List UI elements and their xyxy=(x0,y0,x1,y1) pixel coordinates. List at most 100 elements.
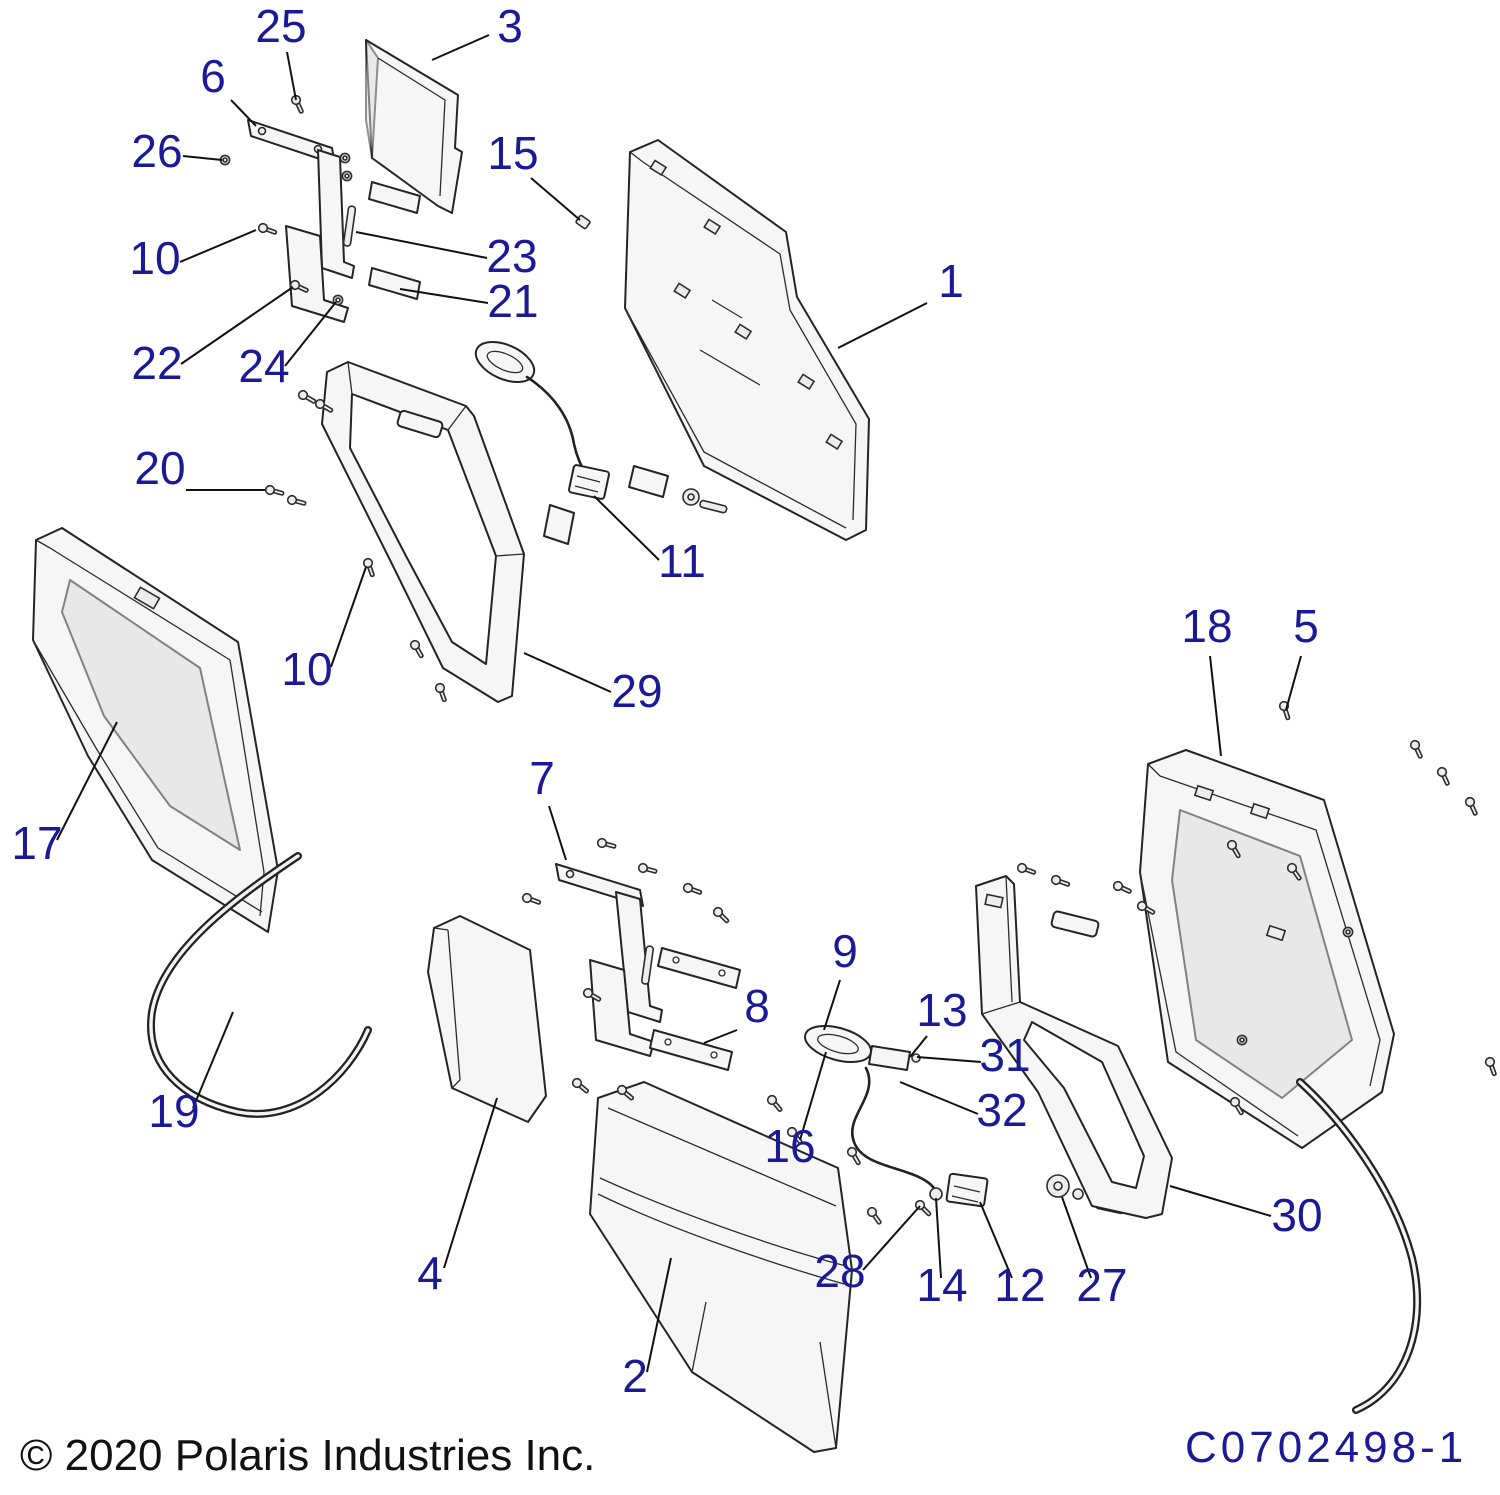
leader-line-4 xyxy=(443,1097,498,1269)
seal-inner xyxy=(1298,1080,1419,1412)
handle-bezel-inner xyxy=(817,1033,859,1055)
callout-17: 17 xyxy=(11,817,62,869)
panel-outline xyxy=(427,915,547,1123)
leader-line-12 xyxy=(979,1201,1013,1279)
screw-20b xyxy=(285,493,308,509)
leader-line-2 xyxy=(646,1257,672,1373)
leader-line-27 xyxy=(1061,1196,1092,1279)
screw xyxy=(296,388,319,407)
leader-line-13 xyxy=(909,1035,928,1058)
part-18-door-panel-right xyxy=(1139,749,1395,1149)
part-1-front-door-panel xyxy=(624,139,870,541)
hinge-bracket xyxy=(285,225,349,323)
screw xyxy=(408,638,427,661)
leader-line-28 xyxy=(862,1205,921,1271)
nut xyxy=(1236,1034,1248,1046)
leader-line-19 xyxy=(192,1011,234,1109)
frame-detail xyxy=(981,875,1021,1015)
callout-12: 12 xyxy=(994,1259,1045,1311)
screw xyxy=(1435,765,1453,788)
callout-23: 23 xyxy=(486,230,537,282)
nut xyxy=(341,170,353,182)
part-7-hinge-assembly-mid xyxy=(555,863,663,1057)
callout-9: 9 xyxy=(832,925,858,977)
callout-24: 24 xyxy=(238,340,289,392)
panel-edge xyxy=(624,151,847,529)
leader-line-24 xyxy=(284,301,337,367)
panel-slot xyxy=(133,586,161,610)
latch-detail xyxy=(951,1185,981,1203)
seal-inner xyxy=(149,854,370,1116)
frame-pad xyxy=(1050,910,1100,938)
bracket-hole xyxy=(718,969,726,977)
callout-3: 3 xyxy=(497,0,523,52)
leader-line-25 xyxy=(286,51,297,101)
panel-detail xyxy=(371,57,446,207)
part-29-door-frame-front xyxy=(321,361,525,703)
leader-line-14 xyxy=(935,1197,942,1279)
part-6-hinge-assembly-front xyxy=(247,119,421,323)
part-3-front-corner-panel xyxy=(365,39,463,214)
screw xyxy=(1111,879,1134,897)
frame-opening xyxy=(349,393,497,665)
screw-20 xyxy=(263,483,286,499)
handle-bezel-inner xyxy=(486,350,524,374)
leader-line-22 xyxy=(180,286,294,365)
callout-19: 19 xyxy=(148,1085,199,1137)
callout-32: 32 xyxy=(976,1084,1027,1136)
screw xyxy=(865,1205,885,1227)
latch-lever xyxy=(543,504,575,545)
frame-opening xyxy=(1023,1021,1145,1189)
leader-line-10 xyxy=(330,566,367,668)
screw xyxy=(1408,738,1426,761)
callout-25: 25 xyxy=(255,0,306,52)
callout-4: 4 xyxy=(417,1247,443,1299)
screw xyxy=(1049,873,1072,890)
screw-10 xyxy=(256,221,279,238)
leader-line-7 xyxy=(548,805,567,861)
washer-hole xyxy=(687,493,695,501)
part-19-door-seal-left xyxy=(146,852,372,1118)
panel-recess xyxy=(1171,809,1353,1099)
bracket-hole xyxy=(672,956,680,964)
frame-tab xyxy=(984,893,1004,909)
bracket-hole xyxy=(710,1051,718,1059)
callout-22: 22 xyxy=(131,337,182,389)
panel-shading xyxy=(365,39,379,159)
screw-25 xyxy=(289,93,307,116)
screw xyxy=(636,861,659,877)
panel-crease xyxy=(699,299,761,386)
leader-line-18 xyxy=(1209,655,1222,757)
screw-10b xyxy=(361,556,378,579)
callout-28: 28 xyxy=(814,1245,865,1297)
leader-line-5 xyxy=(1285,655,1302,711)
panel-inner-edge xyxy=(49,547,265,917)
screw xyxy=(570,1076,592,1097)
part-4-inner-panel xyxy=(427,915,547,1123)
part-2-lower-door-panel xyxy=(589,1081,853,1453)
bumper-27-hole xyxy=(1053,1181,1063,1191)
latch-12 xyxy=(945,1172,989,1208)
panel-clip xyxy=(703,218,722,236)
panel-clip xyxy=(825,433,844,451)
bracket-hole xyxy=(664,1038,672,1046)
copyright-text: © 2020 Polaris Industries Inc. xyxy=(20,1431,595,1480)
panel-edge xyxy=(32,539,263,913)
handle-latch-assembly-rear xyxy=(804,1024,1125,1215)
screw xyxy=(1483,1055,1500,1078)
bracket-21 xyxy=(368,267,421,300)
screw xyxy=(681,881,704,898)
callout-26: 26 xyxy=(131,125,182,177)
hinge-hole xyxy=(565,869,575,879)
callout-16: 16 xyxy=(764,1120,815,1172)
leader-line-26 xyxy=(182,155,223,161)
door-seal-right xyxy=(1296,1078,1422,1414)
callout-27: 27 xyxy=(1076,1259,1127,1311)
leader-line-17 xyxy=(56,721,118,841)
cable-32-16 xyxy=(851,1066,936,1190)
part-17-door-panel-left xyxy=(32,527,279,933)
callout-5: 5 xyxy=(1293,600,1319,652)
leader-line-6 xyxy=(230,99,257,127)
nut xyxy=(1342,926,1354,938)
